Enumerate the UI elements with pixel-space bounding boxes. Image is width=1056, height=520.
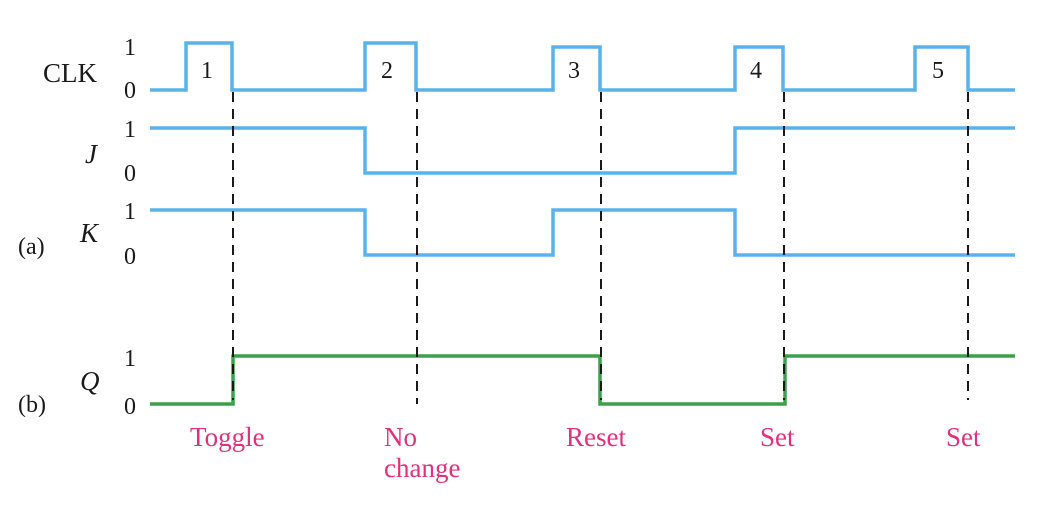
q-low-level: 0 bbox=[124, 394, 136, 420]
k-high-level: 1 bbox=[124, 199, 136, 225]
j-signal-name: J bbox=[85, 139, 99, 169]
clk-high-level: 1 bbox=[124, 35, 136, 61]
annotation-no-change-line1: No bbox=[384, 422, 417, 452]
clk-low-level: 0 bbox=[124, 78, 136, 104]
clk-signal: CLK 1 0 1 2 3 4 5 bbox=[43, 35, 1015, 104]
annotation-set-5: Set bbox=[946, 422, 981, 452]
k-signal-name: K bbox=[79, 218, 100, 248]
clk-pulse-2-label: 2 bbox=[381, 58, 393, 84]
k-waveform bbox=[150, 208, 1015, 257]
edge-annotations: Toggle No change Reset Set Set bbox=[190, 422, 981, 483]
clk-signal-name: CLK bbox=[43, 58, 98, 88]
k-signal: K 1 0 bbox=[79, 199, 1015, 270]
annotation-toggle: Toggle bbox=[190, 422, 265, 452]
q-high-level: 1 bbox=[124, 346, 136, 372]
part-a-label: (a) bbox=[18, 234, 45, 260]
k-low-level: 0 bbox=[124, 244, 136, 270]
annotation-no-change-line2: change bbox=[384, 453, 460, 483]
clk-waveform bbox=[150, 41, 1015, 92]
q-output: Q 1 0 bbox=[80, 346, 1015, 420]
j-signal: J 1 0 bbox=[85, 117, 1015, 187]
j-high-level: 1 bbox=[124, 117, 136, 143]
part-b-label: (b) bbox=[18, 392, 46, 418]
annotation-set-4: Set bbox=[760, 422, 795, 452]
clk-pulse-4-label: 4 bbox=[750, 58, 762, 84]
j-waveform bbox=[150, 126, 1015, 175]
clk-pulse-5-label: 5 bbox=[932, 58, 944, 84]
q-waveform bbox=[150, 354, 1015, 406]
annotation-reset: Reset bbox=[566, 422, 626, 452]
clk-pulse-1-label: 1 bbox=[201, 58, 213, 84]
clock-edge-guides bbox=[232, 92, 969, 404]
j-low-level: 0 bbox=[124, 161, 136, 187]
q-signal-name: Q bbox=[80, 366, 100, 396]
clk-pulse-3-label: 3 bbox=[568, 58, 580, 84]
